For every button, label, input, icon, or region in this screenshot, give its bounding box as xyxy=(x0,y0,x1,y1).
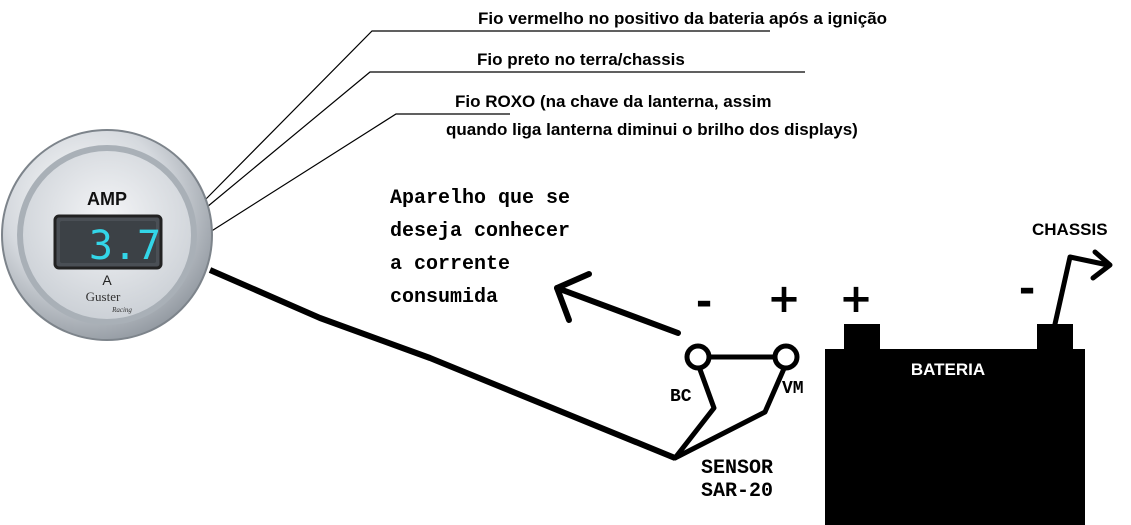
device-arrow xyxy=(554,271,681,336)
gauge-unit: A xyxy=(102,272,112,288)
sensor-label-line2: SAR-20 xyxy=(701,480,773,503)
sensor-plus-sign: + xyxy=(767,276,801,322)
sensor-terminal-bc xyxy=(684,343,712,371)
battery-minus-sign: - xyxy=(1019,266,1036,312)
purple-wire-label-line1: Fio ROXO (na chave da lanterna, assim xyxy=(455,92,772,111)
sensor-label-line1: SENSOR xyxy=(701,457,773,480)
chassis-arrow xyxy=(1052,249,1113,327)
battery-body xyxy=(825,349,1085,525)
leader-lines xyxy=(204,30,805,233)
purple-wire-leader xyxy=(209,113,510,233)
sensor-wires xyxy=(672,354,789,461)
black-wire-label: Fio preto no terra/chassis xyxy=(477,50,685,69)
purple-wire-label-line2: quando liga lanterna diminui o brilho do… xyxy=(446,120,858,139)
sensor-minus-sign: - xyxy=(696,279,713,325)
vm-label: VM xyxy=(782,379,804,399)
gauge-to-sensor-wire xyxy=(208,267,677,461)
amp-gauge: AMP 3.7 A Guster Racing xyxy=(1,129,213,341)
gauge-brand-sub: Racing xyxy=(111,306,132,314)
battery-plus-sign: + xyxy=(839,276,873,322)
chassis-label: CHASSIS xyxy=(1032,220,1108,239)
battery-label: BATERIA xyxy=(911,360,985,379)
battery: BATERIA xyxy=(825,324,1085,525)
gauge-title: AMP xyxy=(87,189,127,209)
sensor-terminal-vm xyxy=(772,343,800,371)
red-wire-label: Fio vermelho no positivo da bateria após… xyxy=(478,9,887,28)
bc-label: BC xyxy=(670,387,692,407)
gauge-reading: 3.7 xyxy=(89,223,161,269)
black-wire-leader xyxy=(206,71,805,208)
device-label-line1: Aparelho que se xyxy=(390,187,570,210)
gauge-brand: Guster xyxy=(86,289,121,304)
device-label-line4: consumida xyxy=(390,286,498,309)
red-wire-leader xyxy=(204,30,770,201)
device-label-line2: deseja conhecer xyxy=(390,220,570,243)
device-label-line3: a corrente xyxy=(390,253,510,276)
